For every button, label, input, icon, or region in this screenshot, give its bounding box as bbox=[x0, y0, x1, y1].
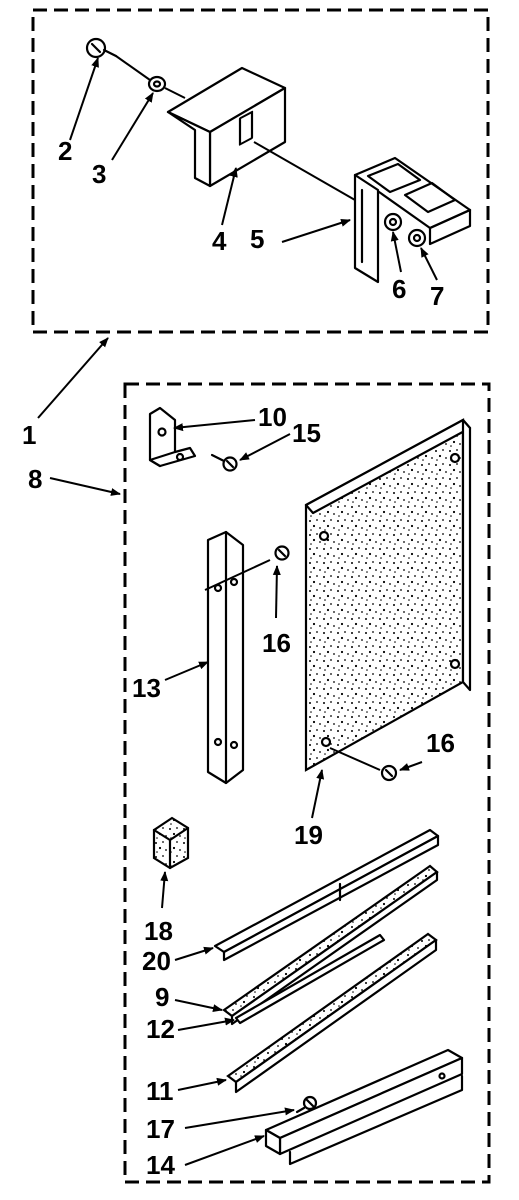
callout-10: 10 bbox=[258, 402, 287, 432]
filter-panel-part-19 bbox=[304, 418, 472, 772]
foam-strip-part-11 bbox=[226, 932, 438, 1094]
callout-7: 7 bbox=[430, 281, 444, 311]
screw-part-15 bbox=[210, 453, 238, 472]
thin-rod-part-12 bbox=[234, 933, 386, 1025]
callout-19: 19 bbox=[294, 820, 323, 850]
screw-part-16-lower bbox=[380, 764, 398, 782]
screw-part-16-upper bbox=[274, 545, 290, 561]
callout-18: 18 bbox=[144, 916, 173, 946]
callout-20: 20 bbox=[142, 946, 171, 976]
channel-strip-part-20 bbox=[213, 828, 440, 962]
nut-part-6 bbox=[383, 212, 403, 232]
nut-part-7 bbox=[407, 228, 427, 248]
kit-group-8-box bbox=[123, 382, 491, 1184]
callout-9: 9 bbox=[155, 982, 169, 1012]
callout-14: 14 bbox=[146, 1150, 175, 1180]
callout-6: 6 bbox=[392, 274, 406, 304]
callout-8: 8 bbox=[28, 464, 42, 494]
foam-strip-part-9 bbox=[222, 864, 439, 1026]
callout-2: 2 bbox=[58, 136, 72, 166]
screw-part-17 bbox=[295, 1095, 318, 1114]
callout-16-upper: 16 bbox=[262, 628, 291, 658]
screw-part-2 bbox=[85, 37, 118, 59]
angle-bracket-part-10 bbox=[148, 406, 197, 468]
callout-3: 3 bbox=[92, 159, 106, 189]
callout-1: 1 bbox=[22, 420, 36, 450]
callout-17: 17 bbox=[146, 1114, 175, 1144]
callout-11: 11 bbox=[146, 1076, 174, 1106]
callout-16-lower: 16 bbox=[426, 728, 455, 758]
assembly-group-1-box bbox=[31, 8, 490, 334]
mount-bracket-part-5 bbox=[353, 156, 472, 284]
bracket-part-4 bbox=[166, 66, 287, 188]
callout-5: 5 bbox=[250, 224, 264, 254]
bottom-track-part-14 bbox=[264, 1048, 464, 1166]
vertical-rail-part-13 bbox=[206, 530, 245, 785]
callout-4: 4 bbox=[212, 226, 227, 256]
callout-13: 13 bbox=[132, 673, 161, 703]
foam-block-part-18 bbox=[152, 816, 190, 870]
callout-15: 15 bbox=[292, 418, 321, 448]
washer-part-3 bbox=[147, 75, 167, 93]
callout-12: 12 bbox=[146, 1014, 175, 1044]
